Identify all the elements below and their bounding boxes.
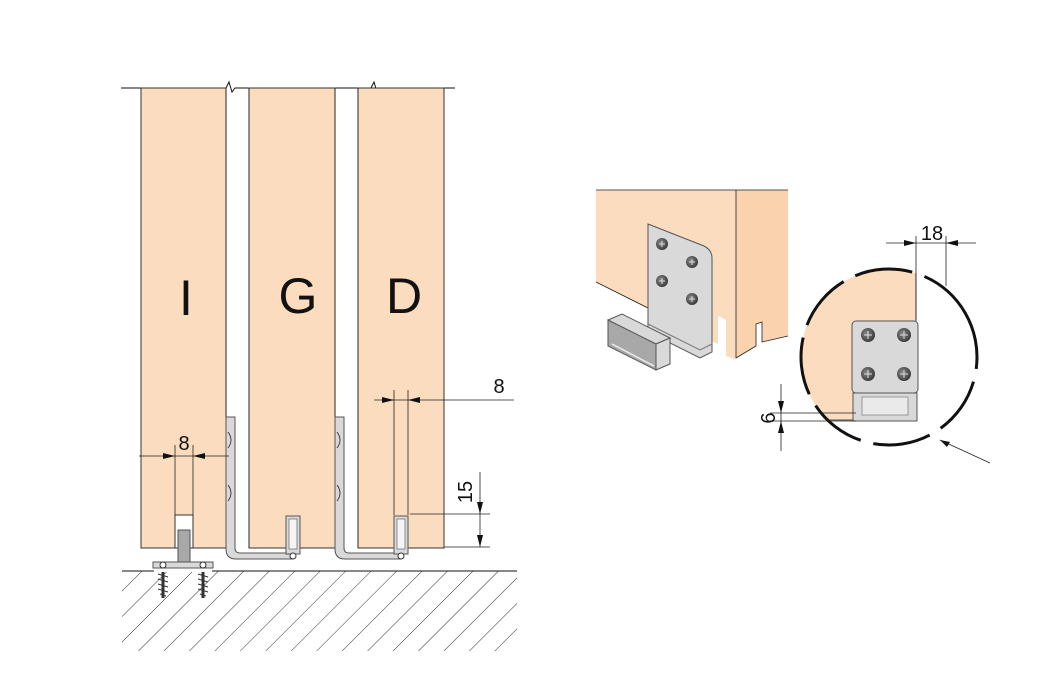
circle-detail: 18 6: [758, 223, 991, 464]
perspective-view: [595, 189, 789, 371]
dimension-right-width: 8: [374, 376, 514, 515]
dimension-detail-height: 6: [758, 384, 856, 451]
perspective-bracket: [647, 223, 713, 359]
panel-letter-i: I: [179, 270, 193, 326]
dimension-left-width: 8: [139, 433, 229, 515]
panel-letter-g: G: [279, 268, 318, 324]
elevation-view: I G D: [121, 80, 522, 661]
dimension-height: 15: [410, 472, 490, 548]
dimension-detail-height-label: 6: [758, 412, 780, 423]
dimension-detail-width-label: 18: [921, 223, 943, 245]
panel-letter-d: D: [386, 268, 422, 324]
floor-guide-pin: [177, 529, 191, 563]
detail-circle-outline: [799, 267, 979, 447]
floor-hatch: [122, 571, 517, 651]
dimension-right-width-label: 8: [493, 376, 504, 398]
floor-guide-plate: [152, 561, 214, 569]
perspective-guide-shoe: [606, 313, 672, 371]
dimension-height-label: 15: [455, 481, 477, 503]
panel-g: [248, 87, 336, 549]
dimension-left-width-label: 8: [178, 433, 189, 455]
dimension-detail-width: 18: [886, 223, 976, 320]
